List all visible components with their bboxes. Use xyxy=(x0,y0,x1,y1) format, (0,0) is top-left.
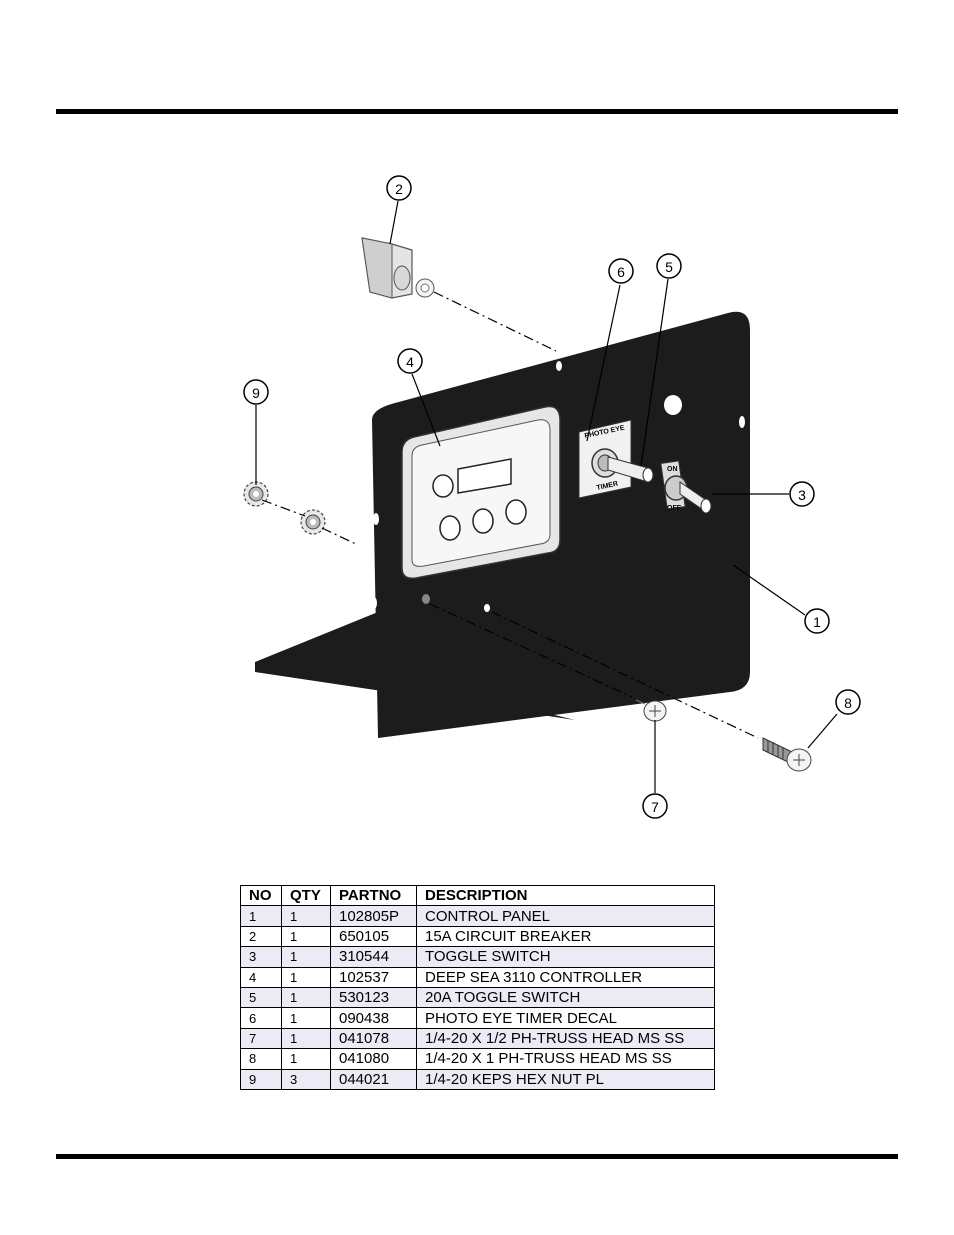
column-header-qty: QTY xyxy=(281,884,331,907)
cell-qty: 1 xyxy=(281,1027,331,1050)
keps-hex-nut xyxy=(243,481,269,507)
cell-qty: 1 xyxy=(281,925,331,948)
svg-text:5: 5 xyxy=(665,259,673,275)
mounting-hole xyxy=(739,416,745,428)
svg-text:1: 1 xyxy=(813,614,821,630)
callout-9: 9 xyxy=(243,379,269,405)
cell-description: PHOTO EYE TIMER DECAL xyxy=(416,1007,715,1029)
cell-qty: 1 xyxy=(281,1007,331,1029)
panel-base-flange xyxy=(255,612,575,720)
svg-text:9: 9 xyxy=(252,385,260,401)
cell-description: 20A TOGGLE SWITCH xyxy=(416,986,715,1009)
table-header-row: NO QTY PARTNO DESCRIPTION xyxy=(240,884,715,907)
cell-description: 15A CIRCUIT BREAKER xyxy=(416,925,715,948)
cell-partno: 310544 xyxy=(330,946,417,968)
column-header-no: NO xyxy=(240,884,282,907)
cell-no: 4 xyxy=(240,966,282,988)
cell-no: 3 xyxy=(240,946,282,968)
cell-qty: 1 xyxy=(281,946,331,968)
controller-button xyxy=(439,515,461,541)
cell-description: DEEP SEA 3110 CONTROLLER xyxy=(416,966,715,988)
cell-no: 6 xyxy=(240,1007,282,1029)
switch-hole xyxy=(664,395,682,415)
cell-partno: 530123 xyxy=(330,986,417,1009)
mounting-hole xyxy=(373,513,379,525)
cell-no: 8 xyxy=(240,1048,282,1070)
assembly-dashed-lines xyxy=(261,291,759,739)
cell-partno: 044021 xyxy=(330,1068,417,1090)
mounting-hole xyxy=(371,597,377,609)
callout-7: 7 xyxy=(642,793,668,819)
toggle-switch-20a xyxy=(591,448,654,483)
header-rule xyxy=(56,109,898,114)
cell-description: 1/4-20 KEPS HEX NUT PL xyxy=(416,1068,715,1090)
cell-description: CONTROL PANEL xyxy=(416,905,715,927)
callout-4: 4 xyxy=(397,348,423,374)
cell-no: 9 xyxy=(240,1068,282,1090)
circuit-breaker xyxy=(361,237,435,299)
control-panel-plate xyxy=(372,311,750,738)
switch-label-off: OFF xyxy=(667,505,682,512)
screw-hole xyxy=(422,594,430,604)
callout-8: 8 xyxy=(835,689,861,715)
controller-button xyxy=(472,508,494,534)
cell-partno: 041078 xyxy=(330,1027,417,1050)
decal-text-timer: TIMER xyxy=(596,481,619,492)
keps-hex-nut xyxy=(300,509,326,535)
toggle-switch-on-off: ON OFF xyxy=(660,460,712,514)
cell-qty: 1 xyxy=(281,986,331,1009)
exploded-parts-diagram: PHOTO EYE TIMER ON OFF xyxy=(243,175,861,819)
controller-display xyxy=(457,458,512,494)
cell-no: 1 xyxy=(240,905,282,927)
callout-2: 2 xyxy=(386,175,412,201)
screw-hole xyxy=(484,604,490,612)
truss-head-screw-long xyxy=(762,737,812,772)
cell-qty: 3 xyxy=(281,1068,331,1090)
cell-qty: 1 xyxy=(281,905,331,927)
cell-qty: 1 xyxy=(281,966,331,988)
cell-description: 1/4-20 X 1 PH-TRUSS HEAD MS SS xyxy=(416,1048,715,1070)
callout-6: 6 xyxy=(608,258,634,284)
controller-button xyxy=(432,474,454,498)
callout-3: 3 xyxy=(789,481,815,507)
cell-partno: 041080 xyxy=(330,1048,417,1070)
column-header-partno: PARTNO xyxy=(330,884,417,907)
svg-text:6: 6 xyxy=(617,264,625,280)
cell-no: 7 xyxy=(240,1027,282,1050)
cell-no: 2 xyxy=(240,925,282,948)
callout-leaders xyxy=(255,200,838,793)
truss-head-screw-short xyxy=(635,699,667,722)
controller-button xyxy=(505,499,527,525)
deep-sea-controller xyxy=(401,405,561,580)
svg-text:8: 8 xyxy=(844,695,852,711)
cell-no: 5 xyxy=(240,986,282,1009)
cell-description: TOGGLE SWITCH xyxy=(416,946,715,968)
callout-5: 5 xyxy=(656,253,682,279)
svg-text:7: 7 xyxy=(651,799,659,815)
svg-text:2: 2 xyxy=(395,181,403,197)
callout-1: 1 xyxy=(804,608,830,634)
cell-partno: 102805P xyxy=(330,905,417,927)
svg-text:4: 4 xyxy=(406,354,414,370)
mounting-hole xyxy=(556,361,562,371)
switch-label-on: ON xyxy=(667,466,678,473)
column-header-description: DESCRIPTION xyxy=(416,884,715,907)
footer-rule xyxy=(56,1154,898,1159)
cell-description: 1/4-20 X 1/2 PH-TRUSS HEAD MS SS xyxy=(416,1027,715,1050)
cell-partno: 650105 xyxy=(330,925,417,948)
svg-text:3: 3 xyxy=(798,487,806,503)
cell-partno: 090438 xyxy=(330,1007,417,1029)
cell-partno: 102537 xyxy=(330,966,417,988)
cell-qty: 1 xyxy=(281,1048,331,1070)
